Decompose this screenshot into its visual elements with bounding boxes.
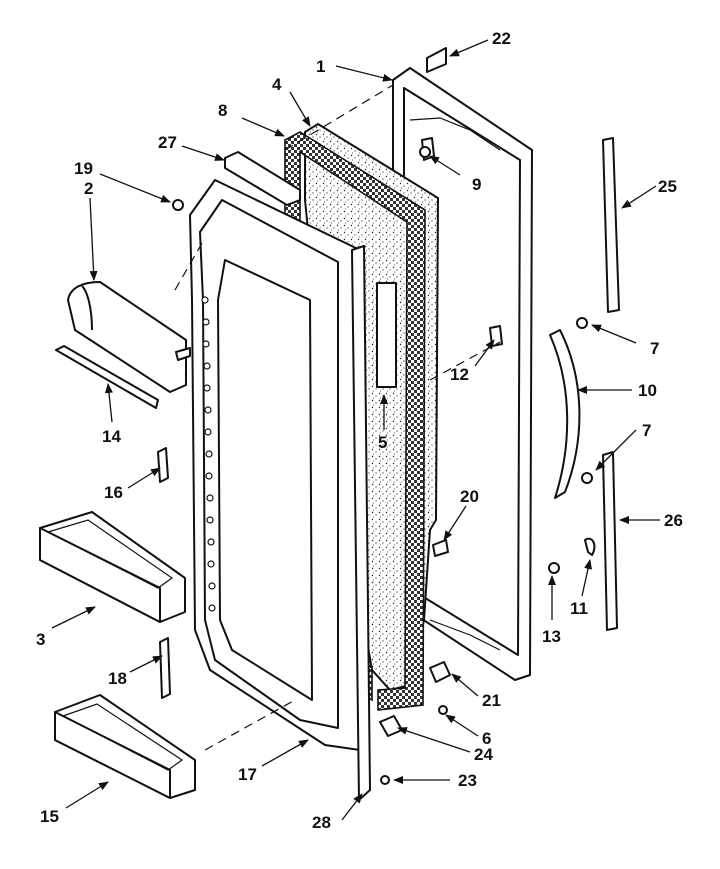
callout-17: 17 <box>238 765 257 784</box>
door-bin-small <box>54 694 196 799</box>
callout-27: 27 <box>158 133 177 152</box>
hinge-21 <box>429 661 451 683</box>
door-handle <box>549 329 581 499</box>
callout-21: 21 <box>482 691 501 710</box>
callout-16: 16 <box>104 483 123 502</box>
callout-20: 20 <box>460 487 479 506</box>
callout-4: 4 <box>272 75 282 94</box>
callout-10: 10 <box>638 381 657 400</box>
callout-15: 15 <box>40 807 59 826</box>
callout-24: 24 <box>474 745 493 764</box>
callout-18: 18 <box>108 669 127 688</box>
hinge-24 <box>379 715 403 737</box>
callout-8: 8 <box>218 101 227 120</box>
callout-labels: 1 2 3 4 5 6 7 7 8 9 10 11 12 13 14 15 16… <box>36 29 683 832</box>
hinge-pin-20 <box>432 539 449 557</box>
callout-19: 19 <box>74 159 93 178</box>
handle-trim-lower <box>602 451 618 631</box>
callout-7a: 7 <box>650 339 659 358</box>
screw-7-lower <box>581 472 593 484</box>
inner-door-liner <box>189 179 361 751</box>
screw-23 <box>380 775 390 785</box>
callout-12: 12 <box>450 365 469 384</box>
callout-11: 11 <box>570 599 588 618</box>
screw-7-upper <box>576 317 588 329</box>
screw-9 <box>419 146 431 158</box>
top-trim-strip <box>224 151 301 206</box>
handle-trim-upper <box>602 137 620 313</box>
callout-22: 22 <box>492 29 511 48</box>
dairy-door-bar <box>55 345 159 409</box>
callout-23: 23 <box>458 771 477 790</box>
callout-1: 1 <box>316 57 325 76</box>
callout-5: 5 <box>378 433 387 452</box>
callout-25: 25 <box>658 177 677 196</box>
leader-lines <box>51 39 660 821</box>
screw-13 <box>548 562 560 574</box>
shelf-bracket-upper <box>157 447 169 483</box>
door-bin-large <box>39 511 186 623</box>
shelf-mount-holes <box>201 296 216 612</box>
dairy-door-assembly <box>67 281 191 393</box>
callout-7b: 7 <box>642 421 651 440</box>
callout-28: 28 <box>312 813 331 832</box>
callout-13: 13 <box>542 627 561 646</box>
screw-6 <box>438 705 448 715</box>
callout-2: 2 <box>84 179 93 198</box>
callout-3: 3 <box>36 630 45 649</box>
side-trim-strip <box>351 245 371 801</box>
callout-14: 14 <box>102 427 121 446</box>
clip-11 <box>584 537 596 556</box>
screw-19 <box>172 199 184 211</box>
callout-26: 26 <box>664 511 683 530</box>
callout-9: 9 <box>472 175 481 194</box>
shelf-bracket-lower <box>159 637 171 699</box>
callout-6: 6 <box>482 729 491 748</box>
cap-plug <box>426 47 447 73</box>
